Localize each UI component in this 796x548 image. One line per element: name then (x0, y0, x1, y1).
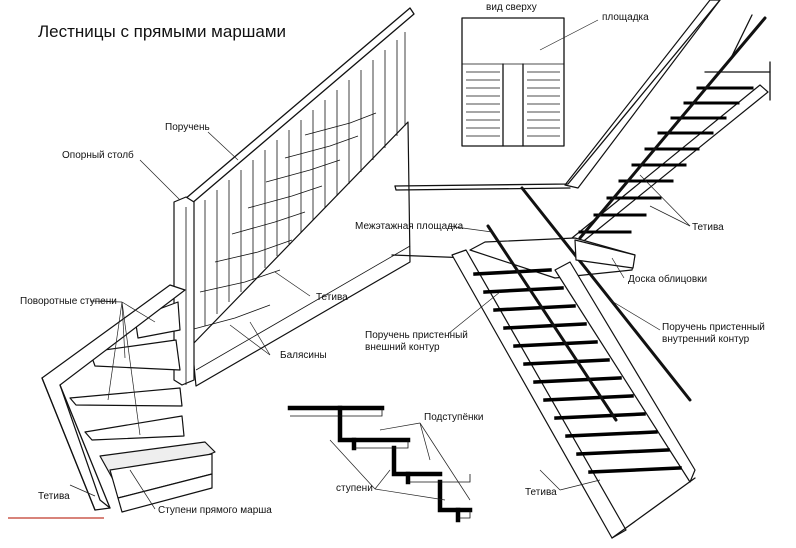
label-wall-handrail-outer-1: Поручень пристенный (365, 330, 468, 341)
label-newel-post: Опорный столб (62, 149, 134, 161)
winder-steps (69, 301, 185, 441)
label-landing: Межэтажная площадка (355, 221, 464, 232)
page-title: Лестницы с прямыми маршами (38, 22, 287, 41)
label-stringer-left: Тетива (316, 292, 348, 303)
wall-handrail-outer (486, 224, 618, 422)
label-top-view: вид сверху (486, 2, 537, 13)
wall-handrail-inner (520, 186, 692, 402)
label-wall-handrail-inner-1: Поручень пристенный (662, 322, 765, 333)
leader-lines (69, 131, 691, 510)
label-stringer-lower-right: Тетива (525, 487, 557, 498)
top-view-plan (461, 17, 599, 147)
right-staircase (391, 0, 771, 539)
label-stringer-right: Тетива (692, 222, 724, 233)
lower-flight-treads (473, 268, 682, 474)
step-profile (287, 405, 473, 523)
outer-stringer (41, 284, 186, 511)
label-treads: ступени (336, 483, 373, 494)
label-winder-steps: Поворотные ступени (20, 296, 117, 307)
side-stringer-panel (191, 121, 411, 387)
label-platform: площадка (602, 12, 649, 23)
lower-stringer-outer (451, 249, 627, 539)
lower-stringer-inner (554, 261, 696, 483)
label-balusters: Балясины (280, 350, 327, 361)
handrail-left (177, 7, 415, 211)
label-risers: Подступёнки (424, 412, 484, 423)
label-stringer-bottom: Тетива (38, 491, 70, 502)
plan-outline (461, 17, 565, 147)
label-wall-handrail-outer-2: внешний контур (365, 342, 440, 353)
label-handrail: Поручень (165, 122, 210, 133)
left-staircase (41, 7, 415, 513)
label-facing-board: Доска облицовки (628, 273, 707, 285)
labels: вид сверху площадка Поручень Опорный сто… (20, 2, 765, 516)
label-straight-flight-steps: Ступени прямого марша (158, 505, 272, 516)
facing-board (574, 239, 636, 269)
label-wall-handrail-inner-2: внутренний контур (662, 334, 750, 345)
